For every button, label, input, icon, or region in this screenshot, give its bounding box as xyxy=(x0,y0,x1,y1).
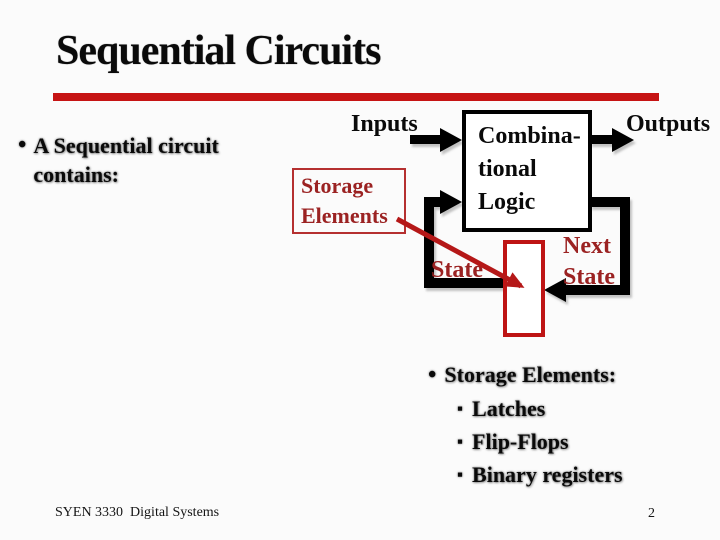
slide-title: Sequential Circuits xyxy=(56,28,381,74)
square-bullet-icon: ▪ xyxy=(457,465,464,484)
list-item-text: Flip-Flops xyxy=(472,429,569,454)
next-state-line-2: State xyxy=(563,264,615,290)
next-state-path-bottom xyxy=(566,285,630,295)
storage-elements-line-2: Elements xyxy=(301,203,388,228)
main-bullet: • A Sequential circuit contains: xyxy=(18,131,248,189)
outputs-arrowhead-icon xyxy=(612,128,634,152)
next-state-path-vertical xyxy=(620,197,630,295)
list-item-text: Latches xyxy=(472,396,546,421)
list-item: ▪ Flip-Flops xyxy=(457,430,623,454)
list-item-text: Binary registers xyxy=(472,462,623,487)
list-item: ▪ Latches xyxy=(457,397,623,421)
main-bullet-text: A Sequential circuit contains: xyxy=(33,133,219,187)
inputs-label: Inputs xyxy=(351,111,418,137)
storage-element-rect xyxy=(503,240,545,337)
bullet-dot-icon: • xyxy=(428,362,437,388)
storage-list-heading-row: • Storage Elements: xyxy=(428,362,623,388)
inputs-arrow-shaft xyxy=(410,135,442,144)
next-state-arrowhead-icon xyxy=(544,278,566,302)
combinational-line-2: tional xyxy=(478,156,537,182)
combinational-logic-box: Combina- tional Logic xyxy=(462,110,592,232)
square-bullet-icon: ▪ xyxy=(457,432,464,451)
bullet-dot-icon: • xyxy=(18,132,27,158)
title-underline-rule xyxy=(53,93,659,101)
storage-elements-list: • Storage Elements: ▪ Latches ▪ Flip-Flo… xyxy=(428,362,623,487)
next-state-line-1: Next xyxy=(563,233,611,259)
next-state-path-top xyxy=(590,197,630,207)
outputs-label: Outputs xyxy=(626,111,711,137)
state-label: State xyxy=(431,257,483,283)
state-to-logic-arrowhead-icon xyxy=(440,190,462,214)
page-number: 2 xyxy=(648,506,655,521)
storage-elements-callout: Storage Elements xyxy=(292,168,406,234)
storage-list-heading: Storage Elements: xyxy=(444,362,617,387)
square-bullet-icon: ▪ xyxy=(457,399,464,418)
next-state-label: Next State xyxy=(563,231,615,293)
storage-elements-line-1: Storage xyxy=(301,173,374,198)
state-path-shaft xyxy=(424,197,446,207)
combinational-line-1: Combina- xyxy=(478,123,581,149)
combinational-line-3: Logic xyxy=(478,189,536,215)
footer-course-label: SYEN 3330 Digital Systems xyxy=(55,505,220,520)
outputs-arrow-shaft xyxy=(590,135,614,144)
inputs-arrowhead-icon xyxy=(440,128,462,152)
list-item: ▪ Binary registers xyxy=(457,463,623,487)
